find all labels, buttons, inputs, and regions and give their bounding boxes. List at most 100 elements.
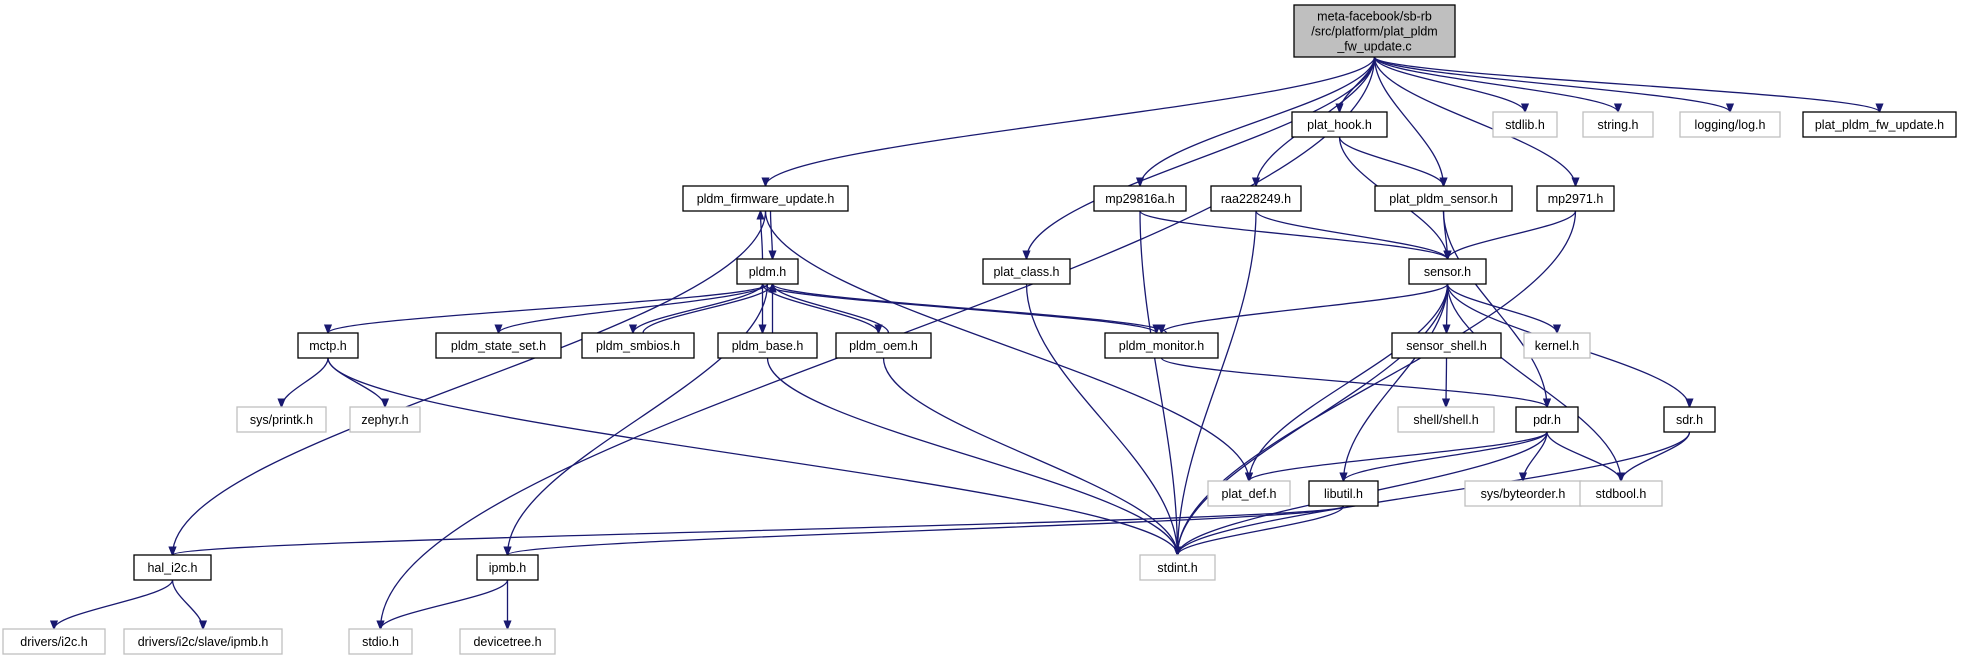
edge-libutil-to-hal-i2c	[173, 505, 1345, 555]
node-pldm-smbios[interactable]: pldm_smbios.h	[581, 332, 695, 359]
node-plat-pldm-fw-update[interactable]: plat_pldm_fw_update.h	[1802, 111, 1957, 138]
node-box-mctp	[297, 332, 359, 359]
edge-root-to-pldm-firmware-update	[766, 56, 1376, 186]
node-box-stdint	[1139, 554, 1216, 581]
node-root[interactable]: meta-facebook/sb-rb/src/platform/plat_pl…	[1293, 4, 1456, 58]
node-label-hal-i2c: hal_i2c.h	[147, 561, 197, 575]
edge-root-to-string	[1373, 56, 1619, 112]
node-label-raa228249: raa228249.h	[1221, 192, 1291, 206]
node-plat-hook[interactable]: plat_hook.h	[1291, 111, 1388, 138]
edge-mctp-to-stdint	[327, 357, 1178, 555]
node-sensor-shell[interactable]: sensor_shell.h	[1391, 332, 1502, 359]
node-label-pldm-base: pldm_base.h	[732, 339, 804, 353]
node-box-sdr	[1663, 406, 1716, 433]
node-label-mp29816a: mp29816a.h	[1105, 192, 1175, 206]
node-pldm[interactable]: pldm.h	[736, 258, 799, 285]
node-mp29816a[interactable]: mp29816a.h	[1093, 185, 1187, 212]
node-box-byteorder	[1464, 480, 1582, 507]
edge-mctp-to-zephyr	[327, 357, 385, 407]
edge-root-to-mp2971	[1373, 56, 1576, 186]
node-box-pldm-base	[717, 332, 818, 359]
node-label-devicetree: devicetree.h	[473, 635, 541, 649]
node-label-drivers-i2c: drivers/i2c.h	[20, 635, 87, 649]
node-label-byteorder: sys/byteorder.h	[1481, 487, 1566, 501]
edge-root-to-logging	[1373, 56, 1731, 113]
node-pldm-oem[interactable]: pldm_oem.h	[835, 332, 932, 359]
node-raa228249[interactable]: raa228249.h	[1210, 185, 1302, 212]
node-mctp[interactable]: mctp.h	[297, 332, 359, 359]
node-label-logging: logging/log.h	[1695, 118, 1766, 132]
node-pdr[interactable]: pdr.h	[1515, 406, 1579, 433]
edge-sensor-shell-to-shell	[1446, 357, 1447, 407]
edge-pdr-to-plat-def	[1249, 431, 1548, 482]
edge-plat-pldm-sensor-to-pdr	[1442, 210, 1548, 407]
node-label-shell: shell/shell.h	[1413, 413, 1478, 427]
edge-pdr-to-libutil	[1344, 431, 1548, 481]
edge-mp2971-to-stdint	[1178, 210, 1577, 555]
node-pldm-firmware-update[interactable]: pldm_firmware_update.h	[682, 185, 849, 212]
node-drivers-slave-ipmb: drivers/i2c/slave/ipmb.h	[123, 628, 283, 655]
node-mp2971[interactable]: mp2971.h	[1536, 185, 1615, 212]
edge-pldm-firmware-update-to-pldm	[771, 210, 773, 259]
node-label-stdlib: stdlib.h	[1505, 118, 1545, 132]
edge-root-to-plat-pldm-fw-update	[1373, 56, 1880, 113]
edge-pldm-oem-to-pldm	[773, 284, 890, 334]
edge-sensor-to-libutil	[1344, 283, 1449, 481]
edge-sensor-to-kernel	[1446, 283, 1558, 333]
node-box-raa228249	[1210, 185, 1302, 212]
edge-mp29816a-to-stdint	[1139, 210, 1178, 555]
node-sys-printk: sys/printk.h	[236, 406, 327, 433]
node-label-string: string.h	[1598, 118, 1639, 132]
node-drivers-i2c: drivers/i2c.h	[2, 628, 106, 655]
node-label-sdr: sdr.h	[1676, 413, 1703, 427]
node-box-libutil	[1308, 480, 1379, 507]
file-nodes: meta-facebook/sb-rb/src/platform/plat_pl…	[2, 4, 1957, 655]
node-pldm-base[interactable]: pldm_base.h	[717, 332, 818, 359]
dependency-edges	[54, 56, 1880, 629]
edge-sdr-to-stdbool	[1621, 431, 1691, 481]
node-libutil[interactable]: libutil.h	[1308, 480, 1379, 507]
edge-root-to-stdlib	[1373, 56, 1526, 112]
edge-pldm-smbios-to-pldm	[642, 284, 773, 334]
node-box-plat-pldm-sensor	[1374, 185, 1513, 212]
edge-sdr-to-stdint	[1178, 431, 1691, 555]
node-plat-class[interactable]: plat_class.h	[982, 258, 1071, 285]
edge-root-to-mp29816a	[1140, 56, 1376, 186]
node-stdlib: stdlib.h	[1492, 111, 1558, 138]
edge-ipmb-to-stdio	[381, 579, 509, 629]
node-label-pldm-firmware-update: pldm_firmware_update.h	[697, 192, 835, 206]
node-box-root	[1293, 4, 1456, 58]
node-box-logging	[1679, 111, 1781, 138]
node-box-hal-i2c	[133, 554, 212, 581]
node-hal-i2c[interactable]: hal_i2c.h	[133, 554, 212, 581]
edge-root-to-plat-class	[1027, 56, 1376, 259]
node-shell: shell/shell.h	[1397, 406, 1495, 433]
node-ipmb[interactable]: ipmb.h	[476, 554, 539, 581]
node-label-stdio: stdio.h	[362, 635, 399, 649]
node-plat-pldm-sensor[interactable]: plat_pldm_sensor.h	[1374, 185, 1513, 212]
edge-mp29816a-to-sensor	[1139, 210, 1448, 260]
node-box-pldm-oem	[835, 332, 932, 359]
node-label-pldm: pldm.h	[749, 265, 787, 279]
node-box-devicetree	[459, 628, 556, 655]
edge-hal-i2c-to-drivers-slave-ipmb	[171, 579, 204, 629]
node-label-ipmb: ipmb.h	[489, 561, 527, 575]
node-box-zephyr	[349, 406, 421, 433]
node-label-stdbool: stdbool.h	[1596, 487, 1647, 501]
node-pldm-state-set[interactable]: pldm_state_set.h	[435, 332, 562, 359]
node-pldm-monitor[interactable]: pldm_monitor.h	[1104, 332, 1219, 359]
node-box-pldm-smbios	[581, 332, 695, 359]
node-sdr[interactable]: sdr.h	[1663, 406, 1716, 433]
node-box-pldm-monitor	[1104, 332, 1219, 359]
node-label-pldm-monitor: pldm_monitor.h	[1119, 339, 1205, 353]
node-box-plat-def	[1207, 480, 1291, 507]
edge-pldm-to-pldm-state-set	[499, 283, 769, 334]
edge-raa228249-to-stdint	[1178, 210, 1257, 555]
node-box-kernel	[1523, 332, 1591, 359]
node-box-ipmb	[476, 554, 539, 581]
node-label-pdr: pdr.h	[1533, 413, 1561, 427]
node-sensor[interactable]: sensor.h	[1408, 258, 1487, 285]
node-label-zephyr: zephyr.h	[361, 413, 408, 427]
node-string: string.h	[1582, 111, 1654, 138]
node-label-plat-hook: plat_hook.h	[1307, 118, 1372, 132]
